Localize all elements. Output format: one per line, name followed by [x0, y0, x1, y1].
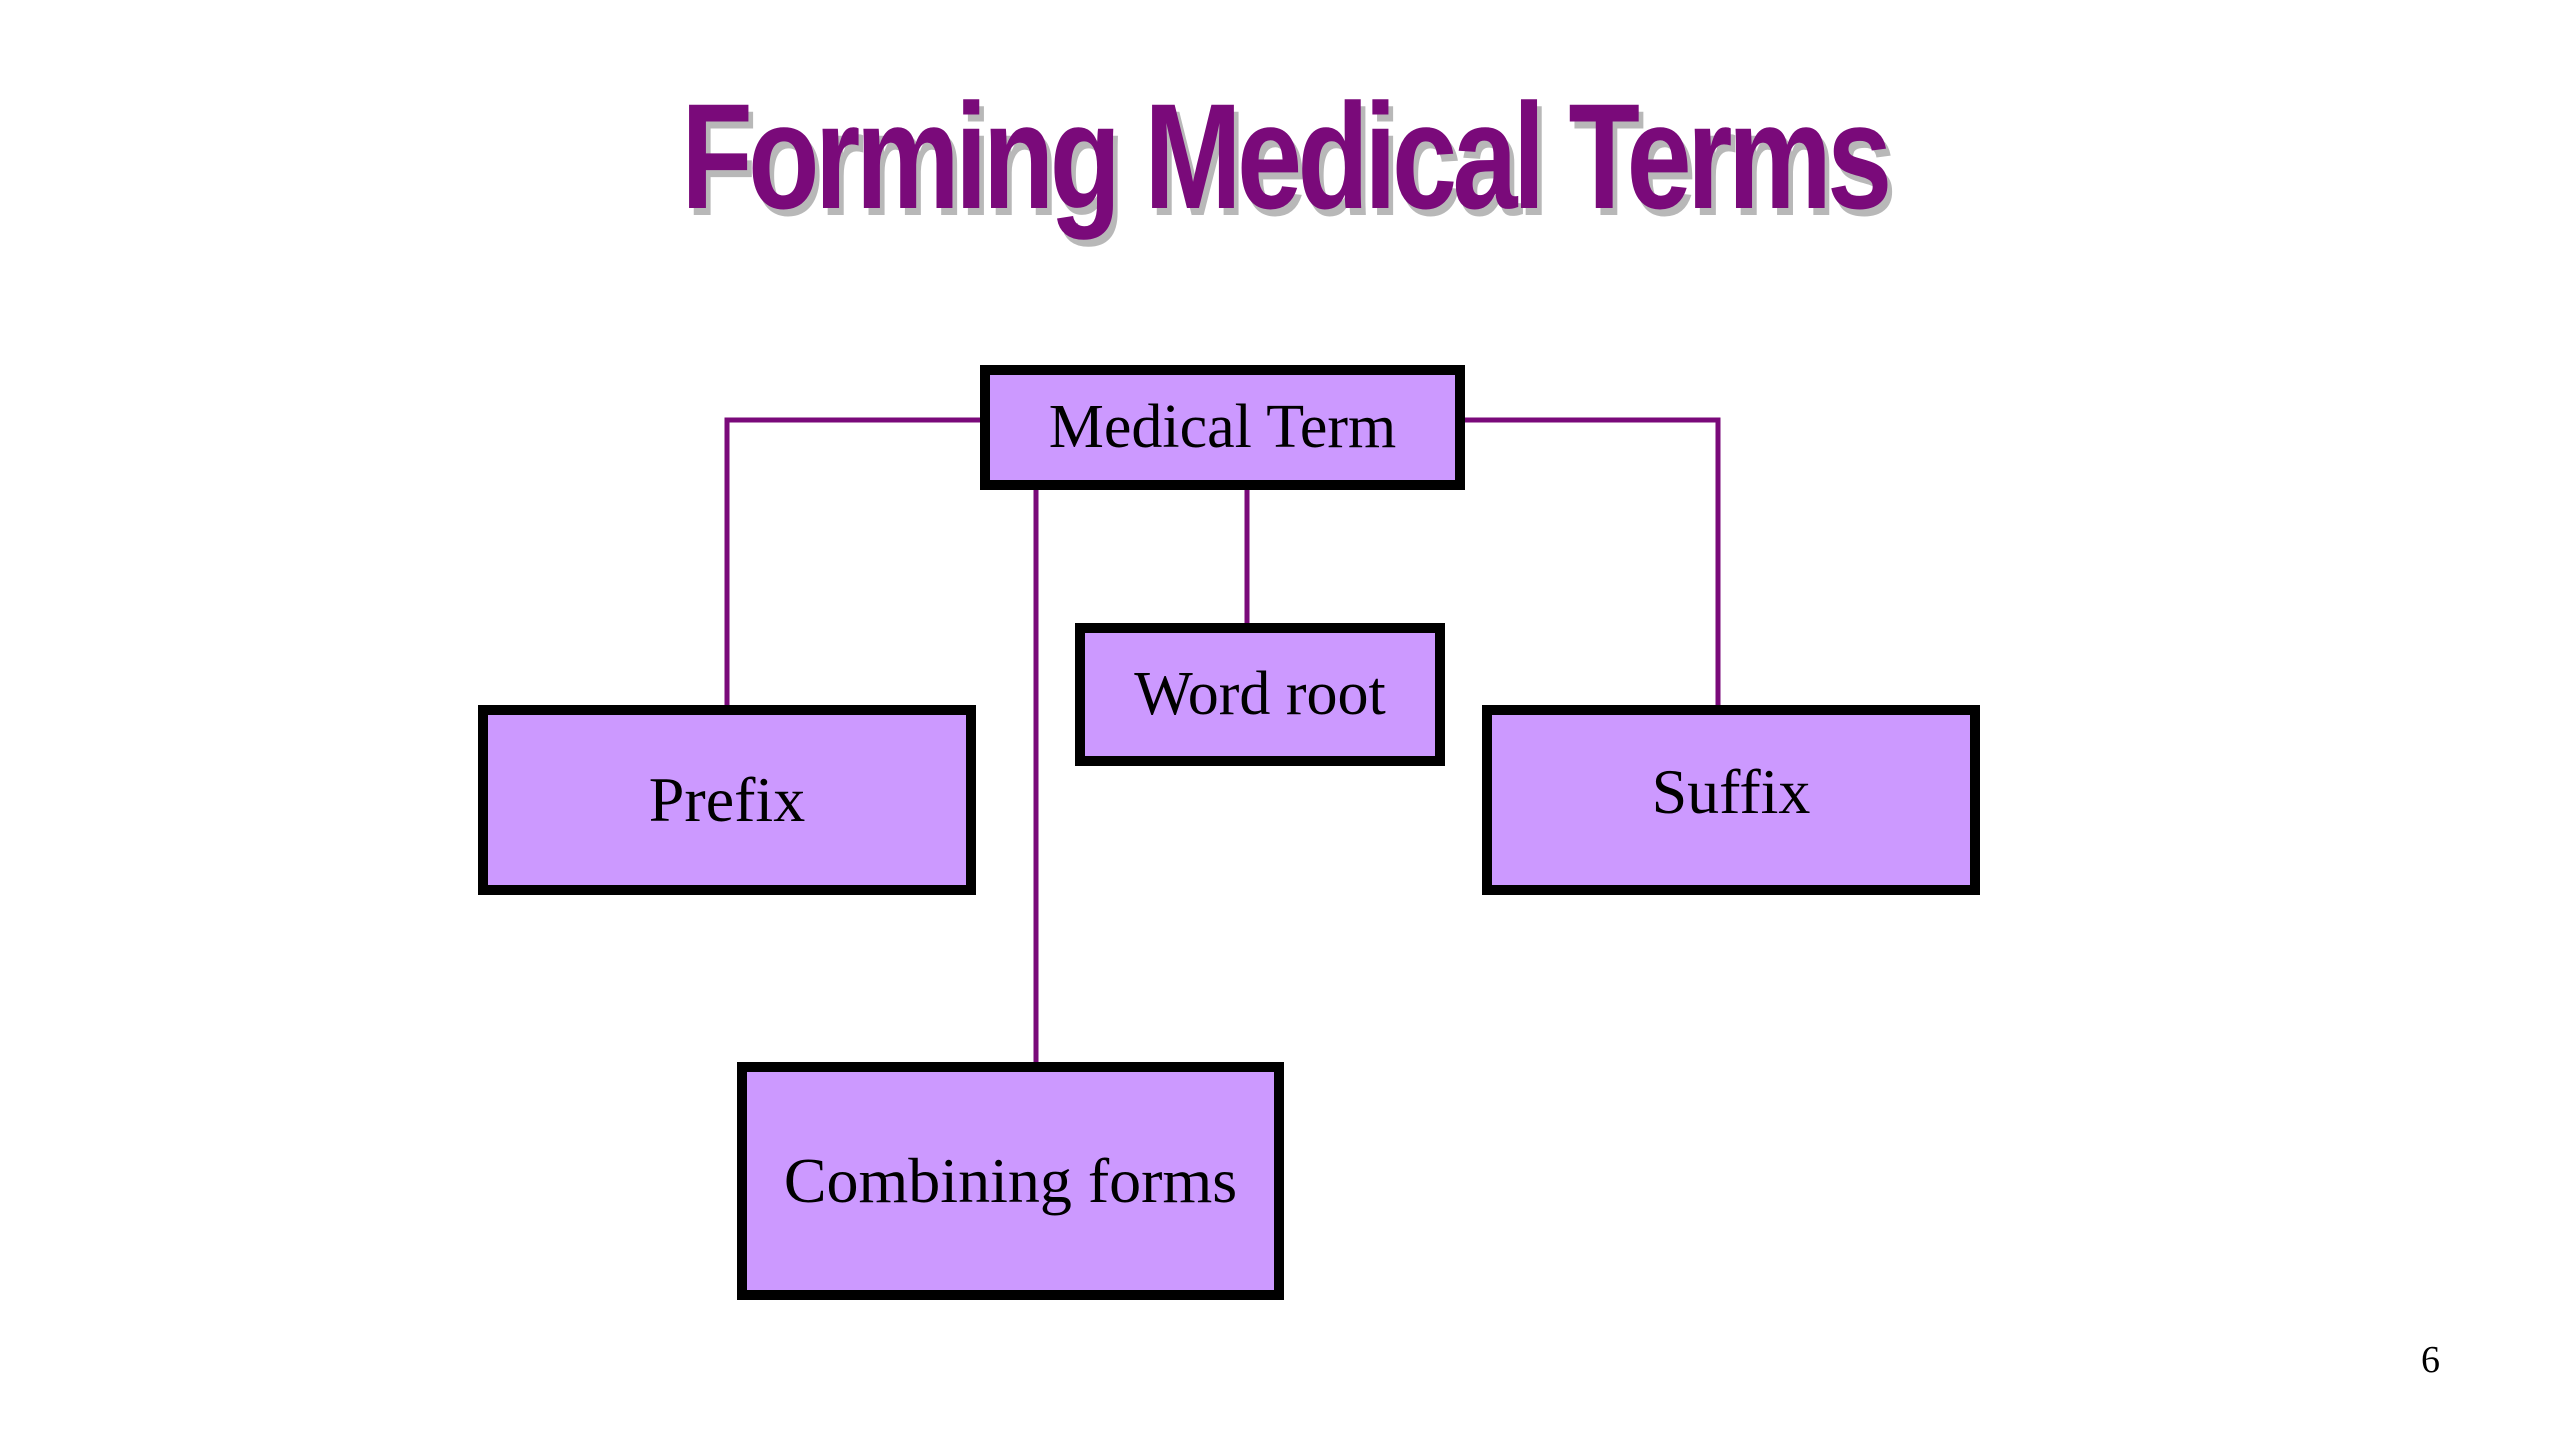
node-prefix: Prefix: [478, 705, 976, 895]
node-combining-forms: Combining forms: [737, 1062, 1284, 1300]
connector-prefix: [724, 417, 980, 705]
node-word-root: Word root: [1075, 623, 1445, 766]
node-label: Suffix: [1651, 756, 1811, 827]
node-label: Medical Term: [1048, 393, 1397, 461]
slide-title: Forming Medical Terms: [681, 72, 1892, 240]
node-medical-term: Medical Term: [980, 365, 1465, 490]
page-number: 6: [2421, 1339, 2440, 1381]
node-suffix: Suffix: [1482, 705, 1980, 895]
node-label: Prefix: [648, 764, 806, 835]
node-label: Combining forms: [783, 1145, 1238, 1216]
node-label: Word root: [1134, 660, 1386, 728]
connector-suffix: [1465, 417, 1721, 705]
